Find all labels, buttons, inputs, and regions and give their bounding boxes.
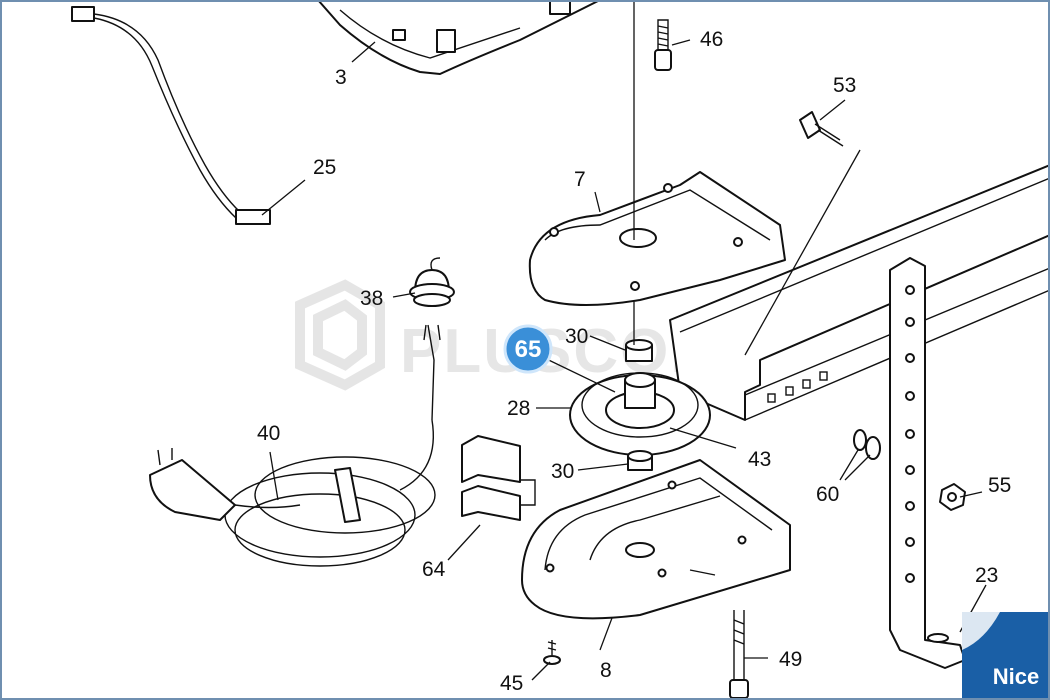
brand-logo: Nice: [962, 612, 1048, 698]
part-30-spacer-upper: [625, 339, 653, 362]
callout-30-lower: 30: [551, 460, 574, 483]
part-3-housing: [317, 0, 601, 75]
callout-40: 40: [257, 422, 280, 445]
part-46-screw: [654, 19, 672, 71]
leader-lines: [261, 0, 987, 681]
callout-labels: 3 7 8 23 25 28 30 30 38 40 43 45 46 49 5…: [257, 28, 1011, 695]
callout-7: 7: [574, 168, 586, 191]
callout-53: 53: [833, 74, 856, 97]
part-49-bolt: [729, 610, 749, 699]
part-8-bottom-cover: [521, 459, 791, 620]
callout-38: 38: [360, 287, 383, 310]
callout-25: 25: [313, 156, 336, 179]
callout-43: 43: [748, 448, 771, 471]
part-45-screw: [543, 640, 561, 665]
callout-46: 46: [700, 28, 723, 51]
part-55-nut: [939, 483, 966, 511]
brand-logo-text: Nice: [993, 664, 1039, 689]
part-40-power-cable: [149, 324, 441, 567]
watermark-inner-hexagon-icon: [313, 299, 367, 371]
part-53-screw: [799, 111, 844, 147]
part-7-top-cover: [528, 171, 786, 306]
callout-23: 23: [975, 564, 998, 587]
badge-circle[interactable]: [503, 324, 553, 374]
part-64-clip: [461, 435, 536, 521]
callout-30-upper: 30: [565, 325, 588, 348]
badge-label: 65: [515, 336, 542, 363]
watermark-hexagon-icon: [295, 279, 385, 391]
watermark: PLUSCOM: [295, 279, 724, 391]
callout-45: 45: [500, 672, 523, 695]
callout-60: 60: [816, 483, 839, 506]
callout-64: 64: [422, 558, 446, 581]
part-30-spacer-lower: [627, 450, 653, 471]
callout-55: 55: [988, 474, 1011, 497]
callout-28: 28: [507, 397, 530, 420]
badge-65[interactable]: 65: [503, 324, 553, 374]
callout-3: 3: [335, 66, 347, 89]
part-38-grommet: [409, 257, 455, 307]
part-25-cable: [71, 6, 271, 225]
callout-8: 8: [600, 659, 612, 682]
part-43-gear: [605, 372, 675, 429]
watermark-text: PLUSCOM: [400, 317, 724, 386]
callout-49: 49: [779, 648, 802, 671]
part-60-washers: [853, 429, 881, 460]
